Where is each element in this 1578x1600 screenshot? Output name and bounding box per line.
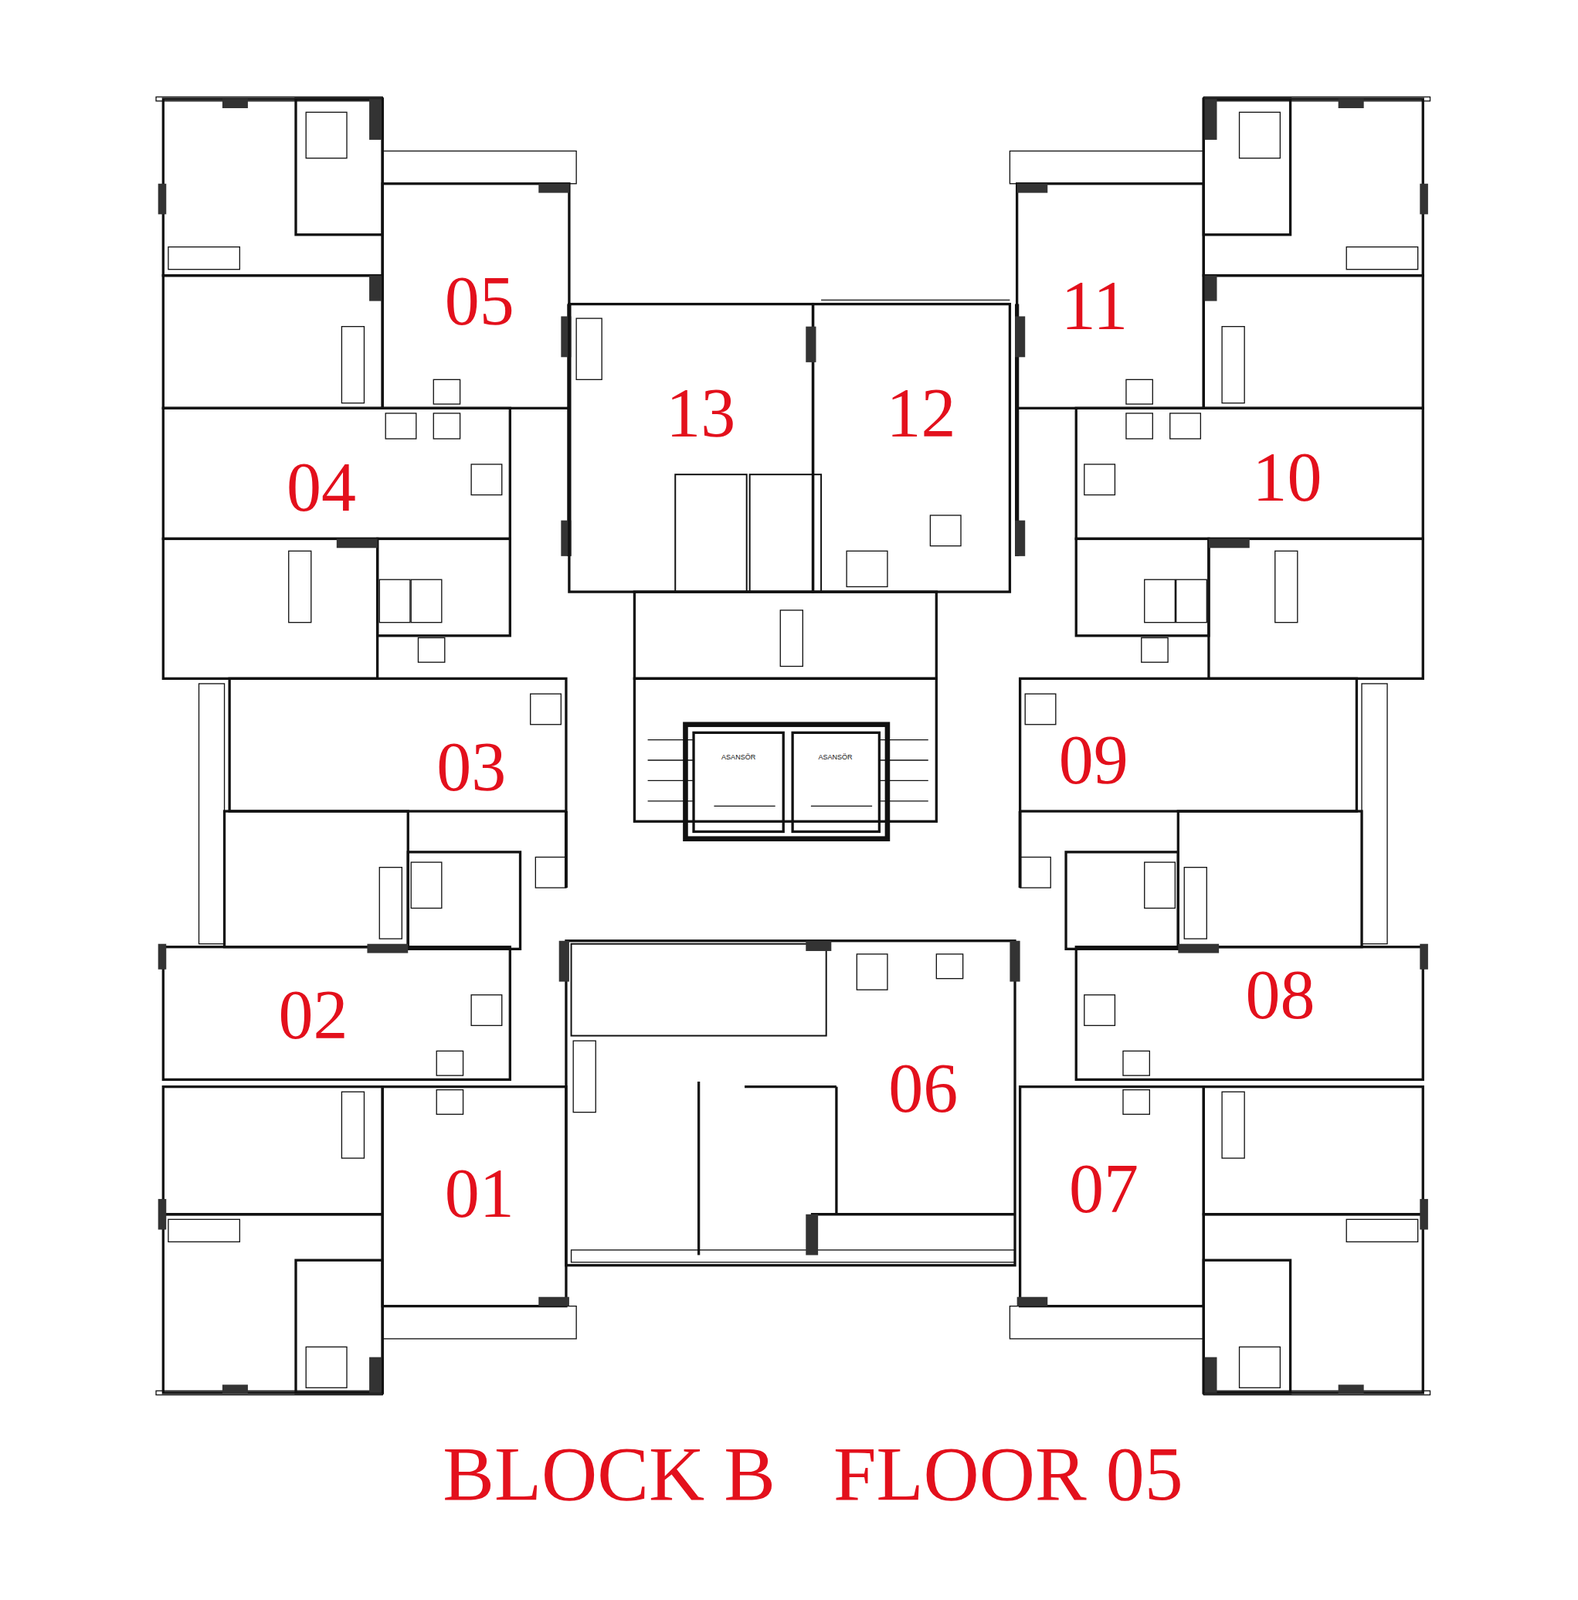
unit-number: 12 [886, 378, 957, 448]
unit-number: 10 [1252, 442, 1323, 513]
unit-number: 02 [278, 980, 348, 1050]
unit-number: 09 [1058, 725, 1129, 795]
unit-number: 08 [1245, 960, 1315, 1030]
plan-title: BLOCK B FLOOR 05 [442, 1435, 1183, 1513]
unit-number: 01 [444, 1158, 515, 1229]
elevator-label: ASANSÖR [818, 753, 853, 761]
unit-number: 07 [1068, 1153, 1139, 1224]
unit-number: 05 [444, 266, 515, 336]
unit-number: 04 [286, 452, 357, 523]
elevator-label: ASANSÖR [721, 753, 756, 761]
unit-number: 06 [888, 1053, 958, 1124]
unit-number: 11 [1061, 271, 1129, 341]
unit-number: 03 [436, 732, 506, 802]
unit-number: 13 [665, 378, 736, 448]
